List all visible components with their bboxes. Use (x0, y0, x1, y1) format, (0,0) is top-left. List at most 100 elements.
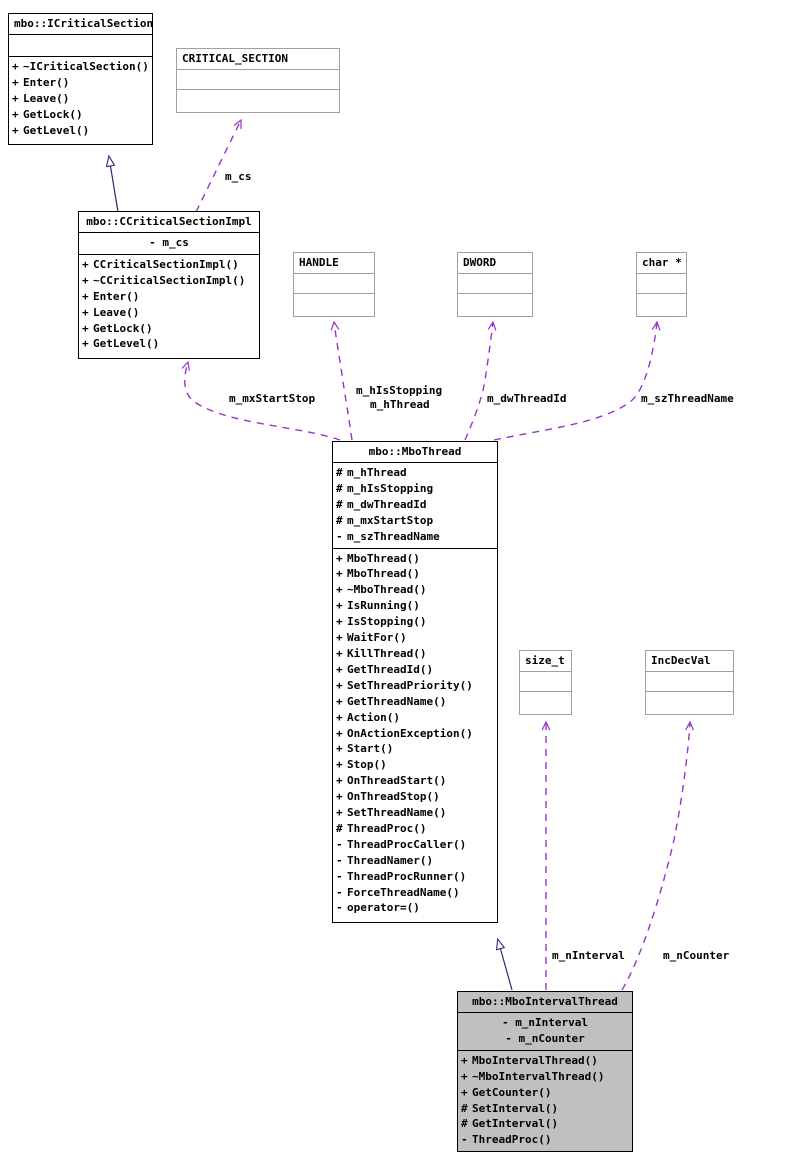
class-op-row: +GetLock() (82, 321, 153, 335)
class-box-icriticalsection[interactable]: mbo::ICriticalSection +~ICriticalSection… (8, 13, 153, 145)
class-ops-mbointervalthread: +MboIntervalThread() +~MboIntervalThread… (458, 1049, 632, 1151)
class-box-dword[interactable]: DWORD (457, 252, 533, 317)
class-ops-ccriticalsectionimpl: +CCriticalSectionImpl() +~CCriticalSecti… (79, 253, 259, 355)
class-op-row: +SetThreadName() (336, 806, 447, 820)
class-ops-charptr (637, 293, 686, 313)
class-op-row: +GetLevel() (82, 337, 160, 351)
class-op-row: +Action() (336, 710, 400, 724)
class-ops-handle (294, 293, 374, 313)
class-attrs-mbointervalthread: - m_nInterval - m_nCounter (458, 1012, 632, 1050)
class-op-row: +GetLevel() (12, 123, 90, 137)
class-op-row: #SetInterval() (461, 1101, 559, 1115)
class-title-icriticalsection: mbo::ICriticalSection (14, 17, 152, 30)
class-title-handle: HANDLE (299, 256, 339, 269)
class-op-row: +WaitFor() (336, 631, 407, 645)
class-op-row: -operator=() (336, 901, 420, 915)
class-ops-critical-section (177, 89, 339, 109)
class-ops-mbothread: +MboThread() +MboThread() +~MboThread() … (333, 547, 497, 920)
class-op-row: +GetLock() (12, 107, 83, 121)
class-attrs-ccriticalsectionimpl: - m_cs (79, 232, 259, 254)
class-op-row: +GetThreadId() (336, 662, 434, 676)
class-op-row: +Leave() (82, 305, 140, 319)
class-attr-row: #m_hIsStopping (336, 481, 434, 495)
class-title-mbothread: mbo::MboThread (368, 445, 462, 458)
edge-label-m-szthreadname: m_szThreadName (641, 392, 734, 405)
class-op-row: +KillThread() (336, 646, 427, 660)
class-op-row: +MboThread() (336, 567, 420, 581)
class-op-row: +~ICriticalSection() (12, 60, 149, 73)
class-op-row: +GetCounter() (461, 1085, 552, 1099)
class-op-row: +OnActionException() (336, 726, 473, 740)
class-op-row: -ThreadProc() (461, 1133, 552, 1147)
class-title-charptr: char * (642, 256, 682, 269)
class-title-dword: DWORD (463, 256, 497, 269)
edge-label-m-mxstartstop: m_mxStartStop (229, 392, 316, 405)
class-op-row: +Stop() (336, 758, 387, 772)
class-attrs-critical-section (177, 69, 339, 89)
class-attr-row: - m_cs (149, 236, 189, 249)
class-title-size-t: size_t (525, 654, 565, 667)
class-ops-icriticalsection: +~ICriticalSection() +Enter() +Leave() +… (9, 56, 152, 142)
edge-inherit-mbointervalthread (495, 937, 513, 991)
class-box-charptr[interactable]: char * (636, 252, 687, 317)
class-box-mbointervalthread[interactable]: mbo::MboIntervalThread - m_nInterval - m… (457, 991, 633, 1152)
edge-assoc-m-hisstopping-m-hthread (330, 320, 353, 441)
class-title-ccriticalsectionimpl: mbo::CCriticalSectionImpl (86, 215, 252, 228)
edge-assoc-m-cs (195, 118, 242, 213)
class-op-row: +Leave() (12, 91, 70, 105)
class-ops-size-t (520, 691, 571, 711)
class-op-row: +OnThreadStop() (336, 790, 440, 804)
class-op-row: +Enter() (82, 289, 140, 303)
class-op-row: +CCriticalSectionImpl() (82, 257, 239, 271)
edge-label-m-hthread: m_hThread (370, 398, 430, 411)
class-op-row: -ForceThreadName() (336, 885, 460, 899)
class-attrs-incdecval (646, 671, 733, 691)
edge-inherit-ccriticalsectionimpl (105, 154, 119, 213)
class-op-row: -ThreadProcRunner() (336, 869, 467, 883)
class-op-row: -ThreadProcCaller() (336, 837, 467, 851)
class-attr-row: #m_dwThreadId (336, 497, 427, 511)
class-op-row: +MboThread() (336, 551, 420, 565)
edge-assoc-m-szthreadname (493, 320, 661, 441)
class-title-critical-section: CRITICAL_SECTION (182, 52, 288, 65)
class-op-row: -ThreadNamer() (336, 853, 434, 867)
class-attr-row: #m_hThread (336, 466, 407, 479)
class-op-row: +~MboIntervalThread() (461, 1069, 605, 1083)
class-title-mbointervalthread: mbo::MboIntervalThread (472, 995, 618, 1008)
class-box-incdecval[interactable]: IncDecVal (645, 650, 734, 715)
class-ops-dword (458, 293, 532, 313)
class-attr-row: -m_szThreadName (336, 529, 440, 543)
class-box-mbothread[interactable]: mbo::MboThread #m_hThread #m_hIsStopping… (332, 441, 498, 923)
edge-label-m-hisstopping: m_hIsStopping (356, 384, 443, 397)
class-box-size-t[interactable]: size_t (519, 650, 572, 715)
class-op-row: +IsStopping() (336, 615, 427, 629)
class-op-row: #GetInterval() (461, 1117, 559, 1131)
class-op-row: +~CCriticalSectionImpl() (82, 273, 246, 287)
class-op-row: #ThreadProc() (336, 821, 427, 835)
edge-label-m-dwthreadid: m_dwThreadId (487, 392, 567, 405)
edge-label-m-ncounter: m_nCounter (663, 949, 730, 962)
class-attr-row: - m_nInterval (501, 1016, 589, 1029)
class-op-row: +SetThreadPriority() (336, 678, 473, 692)
class-op-row: +IsRunning() (336, 599, 420, 613)
class-attrs-charptr (637, 273, 686, 293)
class-op-row: +Start() (336, 742, 394, 756)
class-op-row: +~MboThread() (336, 583, 427, 597)
class-attrs-size-t (520, 671, 571, 691)
class-op-row: +GetThreadName() (336, 694, 447, 708)
class-attrs-icriticalsection (9, 34, 152, 56)
class-attrs-handle (294, 273, 374, 293)
class-attrs-mbothread: #m_hThread #m_hIsStopping #m_dwThreadId … (333, 462, 497, 548)
edge-label-m-ninterval: m_nInterval (552, 949, 625, 962)
class-box-critical-section[interactable]: CRITICAL_SECTION (176, 48, 340, 113)
class-title-incdecval: IncDecVal (651, 654, 711, 667)
class-attrs-dword (458, 273, 532, 293)
class-op-row: +OnThreadStart() (336, 774, 447, 788)
class-op-row: +Enter() (12, 75, 70, 89)
class-box-ccriticalsectionimpl[interactable]: mbo::CCriticalSectionImpl - m_cs +CCriti… (78, 211, 260, 359)
edge-label-m-cs: m_cs (225, 170, 252, 183)
class-box-handle[interactable]: HANDLE (293, 252, 375, 317)
class-attr-row: - m_nCounter (505, 1031, 585, 1045)
class-attr-row: #m_mxStartStop (336, 513, 434, 527)
